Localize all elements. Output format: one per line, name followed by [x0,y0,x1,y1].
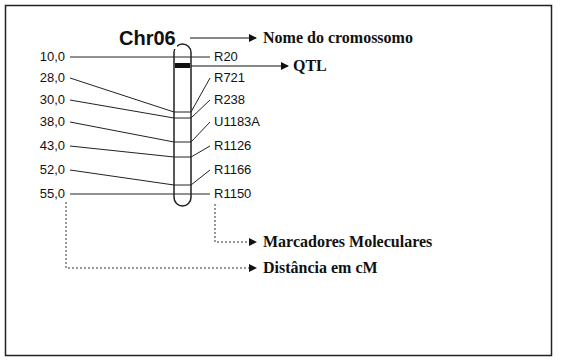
annotation-text: Marcadores Moleculares [262,233,433,251]
annotation-text: Nome do cromossomo [262,29,414,47]
annotation-text: QTL [292,57,328,75]
marker-name: U1183A [213,115,261,129]
marker-name: R1126 [213,139,252,153]
chromosome-name: Chr06 [118,27,177,49]
marker-name: R20 [213,50,239,64]
distance-value: 28,0 [39,71,66,85]
marker-name: R721 [213,71,246,85]
distance-value: 43,0 [39,139,66,153]
marker-name: R238 [213,93,246,107]
marker-name: R1150 [213,187,252,201]
annotation-text: Distância em cM [262,259,379,277]
distance-value: 10,0 [39,50,66,64]
distance-value: 52,0 [39,163,66,177]
distance-value: 30,0 [39,93,66,107]
distance-value: 38,0 [39,115,66,129]
distance-value: 55,0 [39,187,66,201]
marker-name: R1166 [213,163,252,177]
